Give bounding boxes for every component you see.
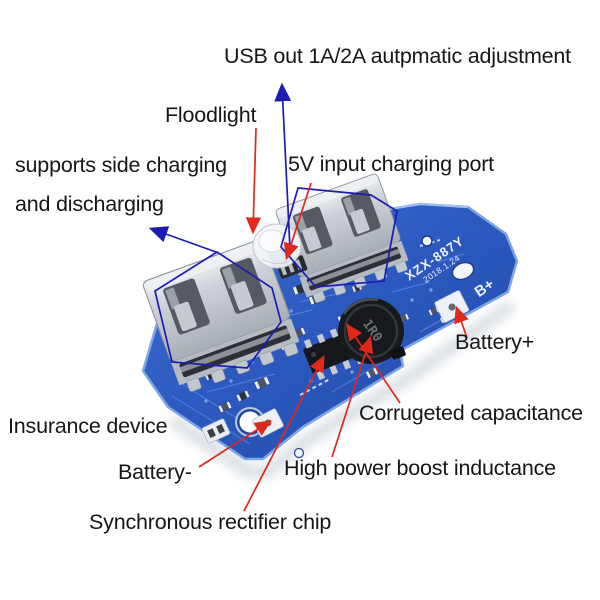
label-input-port: 5V input charging port bbox=[288, 152, 494, 176]
boost-inductor: 1R0 bbox=[338, 298, 406, 364]
input-port-arrow bbox=[283, 182, 312, 261]
inductor-arrow bbox=[331, 335, 374, 458]
board-shadow bbox=[168, 299, 517, 479]
label-battery-minus: Battery- bbox=[118, 460, 192, 484]
mounting-hole-oval bbox=[451, 261, 475, 281]
battery-minus-arrow bbox=[198, 420, 272, 468]
label-side-charging: supports side charging and discharging bbox=[15, 153, 227, 216]
usb-left-outline bbox=[154, 250, 282, 369]
annotation-red bbox=[198, 127, 469, 512]
label-rectifier-chip: Synchronous rectifier chip bbox=[89, 510, 332, 534]
mounting-hole-small bbox=[421, 235, 433, 247]
battery-plus-arrow bbox=[454, 305, 469, 339]
rectifier-chip-arrow bbox=[243, 354, 325, 512]
floodlight-arrow bbox=[245, 127, 262, 235]
label-battery-plus: Battery+ bbox=[455, 330, 535, 354]
label-inductor: High power boost inductance bbox=[284, 456, 556, 480]
label-capacitor: Corrugeted capacitance bbox=[359, 401, 583, 425]
usb-out-arrow bbox=[274, 82, 292, 250]
annotation-blue bbox=[148, 82, 398, 369]
label-usb-out: USB out 1A/2A autpmatic adjustment bbox=[224, 44, 571, 68]
capacitor-arrow bbox=[346, 323, 401, 404]
label-insurance-device: Insurance device bbox=[8, 414, 168, 438]
label-side-charging-line2: and discharging bbox=[15, 191, 164, 216]
label-side-charging-line1: supports side charging bbox=[15, 153, 227, 177]
test-pad bbox=[293, 447, 305, 459]
label-floodlight: Floodlight bbox=[165, 103, 257, 127]
side-charging-arrow bbox=[148, 226, 217, 253]
usb-right-outline bbox=[280, 187, 398, 288]
fuse-component bbox=[201, 418, 231, 444]
